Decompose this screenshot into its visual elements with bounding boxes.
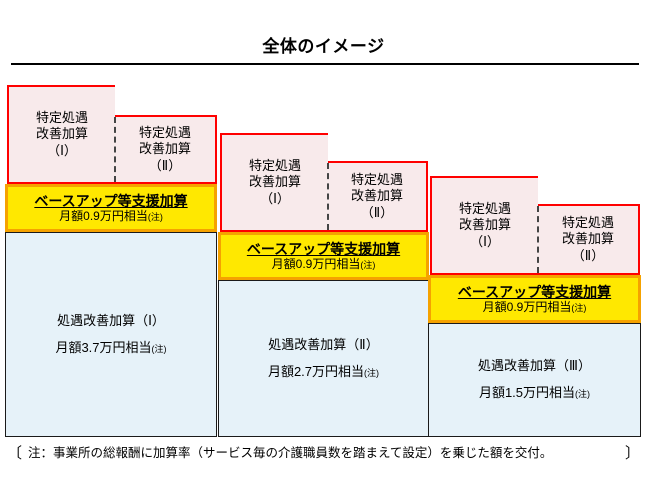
column-3-shoguu-title: 処遇改善加算（Ⅲ） (478, 358, 591, 374)
column-3-tokubetsu-divider (537, 206, 539, 273)
amount-text: 月額1.5万円相当 (478, 385, 576, 400)
line-1: 特定処遇 (35, 109, 88, 125)
column-3-baseup-amount: 月額0.9万円相当(注) (482, 299, 587, 315)
column-1-shoguu-amount: 月額3.7万円相当(注) (55, 340, 166, 357)
column-2-shoguu-title: 処遇改善加算（Ⅱ） (268, 336, 379, 352)
column-1-shoguu-title: 処遇改善加算（Ⅰ） (57, 312, 165, 328)
column-1-tokubetsu-kasan-2: 特定処遇 改善加算 （Ⅱ） (115, 115, 217, 184)
line-1: 特定処遇 (248, 157, 301, 173)
line-2: 改善加算 (138, 141, 191, 157)
column-2-baseup-title: ベースアップ等支援加算 (246, 240, 401, 257)
page-title: 全体のイメージ (262, 37, 385, 56)
column-1-tokubetsu-kasan-1: 特定処遇 改善加算 （Ⅰ） (7, 85, 115, 184)
column-2-baseup-band: ベースアップ等支援加算 月額0.9万円相当(注) (218, 232, 429, 280)
column-3-tokubetsu-kasan-1: 特定処遇 改善加算 （Ⅰ） (430, 176, 538, 275)
column-3-shoguu-amount: 月額1.5万円相当(注) (479, 385, 590, 402)
column-2-tokubetsu-kasan-1: 特定処遇 改善加算 （Ⅰ） (220, 133, 328, 232)
column-2-shoguu-kaizen-block: 処遇改善加算（Ⅱ） 月額2.7万円相当(注) (218, 280, 429, 437)
column-1-tokubetsu-divider (114, 117, 116, 182)
line-2: 改善加算 (561, 231, 614, 247)
amount-text: 月額0.9万円相当 (482, 299, 572, 314)
column-1-baseup-title: ベースアップ等支援加算 (34, 192, 188, 209)
column-2-tokubetsu-divider (327, 163, 329, 230)
note-marker: (注) (575, 389, 591, 399)
column-2-shoguu-amount: 月額2.7万円相当(注) (268, 364, 379, 381)
line-1: 特定処遇 (350, 171, 403, 187)
line-3: （Ⅱ） (360, 204, 394, 220)
note-marker: (注) (147, 211, 163, 222)
note-marker: (注) (360, 259, 376, 270)
line-1: 特定処遇 (561, 214, 614, 230)
note-marker: (注) (364, 367, 380, 378)
footnote-open-bracket: 〔 (7, 445, 23, 462)
column-3-tokubetsu-kasan-2: 特定処遇 改善加算 （Ⅱ） (538, 204, 640, 275)
column-1-baseup-band: ベースアップ等支援加算 月額0.9万円相当(注) (5, 184, 217, 232)
line-2: 改善加算 (35, 126, 88, 142)
amount-text: 月額0.9万円相当 (59, 208, 148, 223)
note-marker: (注) (151, 343, 167, 354)
column-3-baseup-band: ベースアップ等支援加算 月額0.9万円相当(注) (428, 275, 641, 323)
footnote-text: 注：事業所の総報酬に加算率（サービス毎の介護職員数を踏まえて設定）を乗じた額を交… (28, 446, 553, 460)
line-2: 改善加算 (248, 174, 301, 190)
amount-text: 月額3.7万円相当 (55, 339, 152, 355)
line-3: （Ⅱ） (148, 157, 182, 173)
column-3-baseup-title: ベースアップ等支援加算 (457, 283, 612, 300)
amount-text: 月額2.7万円相当 (267, 363, 365, 379)
line-3: （Ⅰ） (470, 233, 500, 249)
column-1-shoguu-kaizen-block: 処遇改善加算（Ⅰ） 月額3.7万円相当(注) (5, 232, 217, 437)
footnote-close-bracket: 〕 (624, 445, 640, 462)
line-3: （Ⅰ） (47, 142, 77, 158)
line-3: （Ⅰ） (260, 190, 290, 206)
column-2-baseup-amount: 月額0.9万円相当(注) (271, 256, 376, 272)
column-2-tokubetsu-kasan-2: 特定処遇 改善加算 （Ⅱ） (328, 161, 428, 232)
line-1: 特定処遇 (458, 200, 511, 216)
line-1: 特定処遇 (138, 124, 191, 140)
title-underline-rule (11, 63, 639, 65)
line-2: 改善加算 (350, 188, 403, 204)
column-1-baseup-amount: 月額0.9万円相当(注) (59, 208, 163, 224)
line-2: 改善加算 (458, 217, 511, 233)
line-3: （Ⅱ） (571, 247, 605, 263)
footnote: 〔 注：事業所の総報酬に加算率（サービス毎の介護職員数を踏まえて設定）を乗じた額… (7, 446, 640, 461)
amount-text: 月額0.9万円相当 (271, 256, 361, 271)
column-3-shoguu-kaizen-block: 処遇改善加算（Ⅲ） 月額1.5万円相当(注) (428, 323, 641, 437)
note-marker: (注) (571, 302, 587, 313)
